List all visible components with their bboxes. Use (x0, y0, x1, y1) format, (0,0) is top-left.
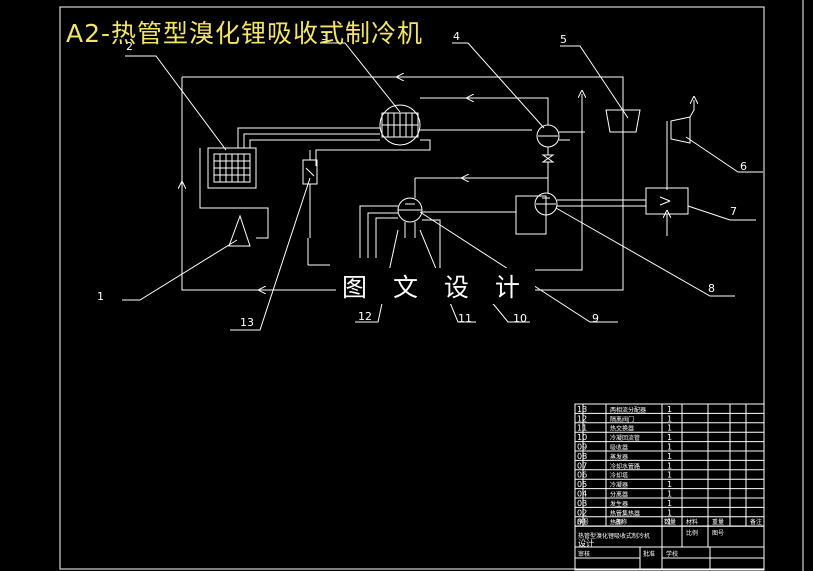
table-cell-qty: 1 (667, 508, 672, 517)
callout-13: 13 (240, 316, 254, 329)
table-cell-name: 热源 (610, 519, 622, 527)
table-cell-qty: 1 (667, 414, 672, 423)
title-block-check: 审核 (578, 550, 590, 558)
table-cell-qty: 1 (667, 518, 672, 527)
table-cell-no: 13 (577, 405, 587, 414)
table-cell-no: 11 (577, 424, 587, 433)
table-cell-name: 冷凝器 (610, 481, 628, 489)
title-block-sheet: 图号 (712, 530, 724, 537)
title-block-design: 设计 (578, 538, 594, 548)
watermark: 图 文 设 计 (336, 268, 535, 304)
table-header-cell: 数量 (664, 518, 676, 526)
title-block-school: 学校 (666, 550, 678, 558)
table-cell-no: 01 (577, 518, 587, 527)
callout-5: 5 (560, 33, 567, 46)
table-cell-qty: 1 (667, 424, 672, 433)
callout-11: 11 (458, 312, 472, 325)
callout-7: 7 (730, 205, 737, 218)
parts-table: 设计 热管型溴化锂吸收式制冷机 比例 图号 审核 批准 学校 13 两相流分配器 1… (574, 403, 765, 571)
table-cell-name: 冷凝回流管 (610, 434, 640, 442)
table-cell-name: 分离器 (610, 491, 628, 499)
table-cell-name: 热管集热器 (610, 509, 640, 517)
table-cell-no: 04 (577, 490, 587, 499)
callout-3: 3 (321, 30, 328, 43)
table-cell-qty: 1 (667, 461, 672, 470)
callout-8: 8 (708, 282, 715, 295)
table-cell-qty: 1 (667, 433, 672, 442)
table-cell-qty: 1 (667, 490, 672, 499)
callout-4: 4 (453, 30, 460, 43)
table-cell-qty: 1 (667, 471, 672, 480)
table-cell-name: 两相流分配器 (610, 406, 646, 414)
table-cell-name: 隔离阀门 (610, 415, 634, 423)
table-cell-no: 10 (577, 433, 587, 442)
table-cell-qty: 1 (667, 452, 672, 461)
title-block-drawing-name: 热管型溴化锂吸收式制冷机 (578, 532, 650, 540)
callout-1: 1 (97, 290, 104, 303)
table-cell-qty: 1 (667, 405, 672, 414)
table-header-cell: 材料 (686, 518, 698, 526)
table-cell-name: 冷却水管路 (610, 462, 640, 470)
piping-system (182, 77, 694, 290)
table-cell-name: 吸收器 (610, 444, 628, 452)
title-block-approve: 批准 (643, 550, 655, 558)
drawing-title: A2-热管型溴化锂吸收式制冷机 (66, 19, 424, 48)
table-header-cell: 名称 (615, 518, 627, 526)
table-cell-no: 03 (577, 499, 587, 508)
table-header-cell: 序号 (577, 518, 589, 526)
title-block-scale: 比例 (686, 529, 698, 537)
table-cell-qty: 1 (667, 480, 672, 489)
table-cell-name: 热交换器 (610, 425, 634, 433)
table-cell-name: 冷却塔 (610, 472, 628, 480)
drawing-frame (59, 6, 765, 570)
table-cell-no: 12 (577, 414, 587, 423)
table-cell-no: 06 (577, 471, 587, 480)
table-header-cell: 备注 (750, 518, 762, 526)
table-header-cell: 重量 (712, 518, 724, 526)
table-cell-qty: 1 (667, 443, 672, 452)
table-cell-name: 发生器 (610, 500, 628, 508)
callout-12: 12 (358, 310, 372, 323)
table-cell-no: 07 (577, 461, 587, 470)
callout-2: 2 (126, 40, 133, 53)
callout-9: 9 (592, 312, 599, 325)
table-cell-no: 02 (577, 508, 587, 517)
table-cell-name: 蒸发器 (610, 453, 628, 461)
table-cell-qty: 1 (667, 499, 672, 508)
callout-6: 6 (740, 160, 747, 173)
callout-10: 10 (513, 312, 527, 325)
table-cell-no: 08 (577, 452, 587, 461)
table-cell-no: 05 (577, 480, 587, 489)
table-cell-no: 09 (577, 443, 587, 452)
leader-lines (122, 42, 763, 331)
